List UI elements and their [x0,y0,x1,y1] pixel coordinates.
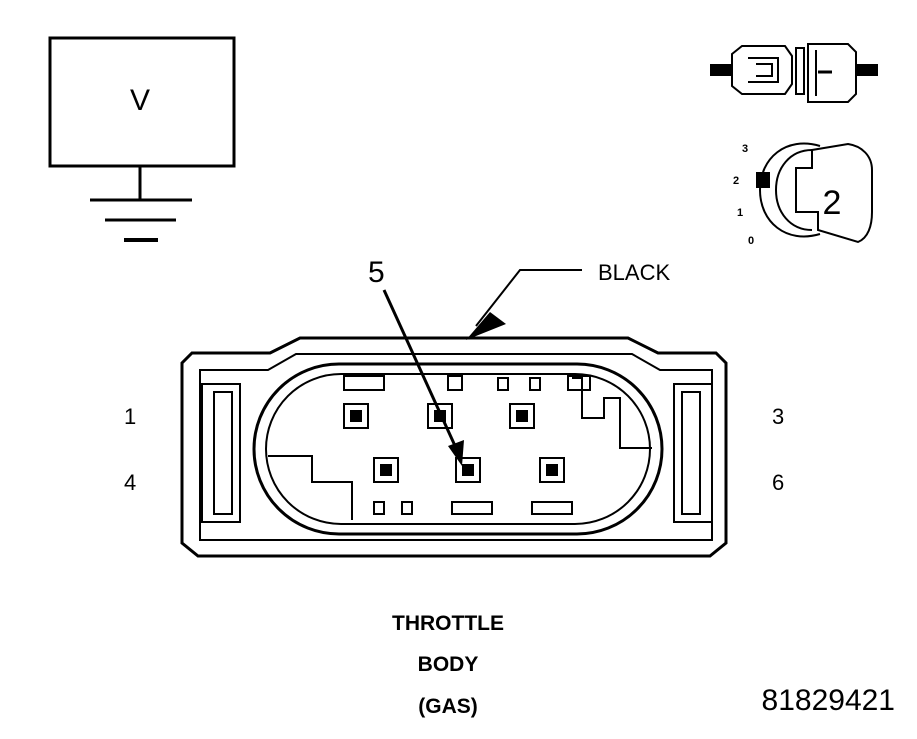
pin-label-4: 4 [124,470,136,495]
pin-label-1: 1 [124,404,136,429]
color-arrowhead [466,312,506,340]
housing-inner [199,353,713,541]
voltmeter-label: V [130,84,150,117]
key-selected-position: 2 [823,184,842,222]
seal-outer [252,362,664,536]
key-position-1: 1 [737,207,743,219]
connector-pair-icon [710,43,878,103]
pin-cavity-5 [455,457,481,483]
pin5-arrowhead [448,440,464,466]
keying-left [268,455,353,520]
caption-line2: BODY [418,653,479,676]
pin-label-3: 3 [772,404,784,429]
pin-cavity-3 [509,403,535,429]
pin-label-6: 6 [772,470,784,495]
right-latch [673,383,713,523]
key-position-0: 0 [748,235,754,247]
key-position-2: 2 [733,175,739,187]
pin-cavity-4 [373,457,399,483]
keying-right [572,377,652,449]
figure-number: 81829421 [762,684,895,717]
pin-cavity-2 [427,403,453,429]
left-latch [201,383,241,523]
pin-cavities [343,403,565,483]
color-callout: BLACK [466,260,670,340]
connector-housing [180,336,728,558]
pin-cavity-1 [343,403,369,429]
housing-outer [180,336,728,558]
voltmeter-box [48,36,236,168]
ground-symbol-icon [90,166,192,242]
caption-line1: THROTTLE [392,612,504,635]
pin5-callout: 5 [368,256,464,466]
connector-color-label: BLACK [598,260,670,285]
pointer-pin-label: 5 [368,256,385,289]
key-position-3: 3 [742,143,748,155]
voltmeter: V [48,36,236,168]
caption-line3: (GAS) [418,695,478,718]
pin-cavity-6 [539,457,565,483]
ignition-key-icon: 3 2 1 0 2 [733,142,873,247]
